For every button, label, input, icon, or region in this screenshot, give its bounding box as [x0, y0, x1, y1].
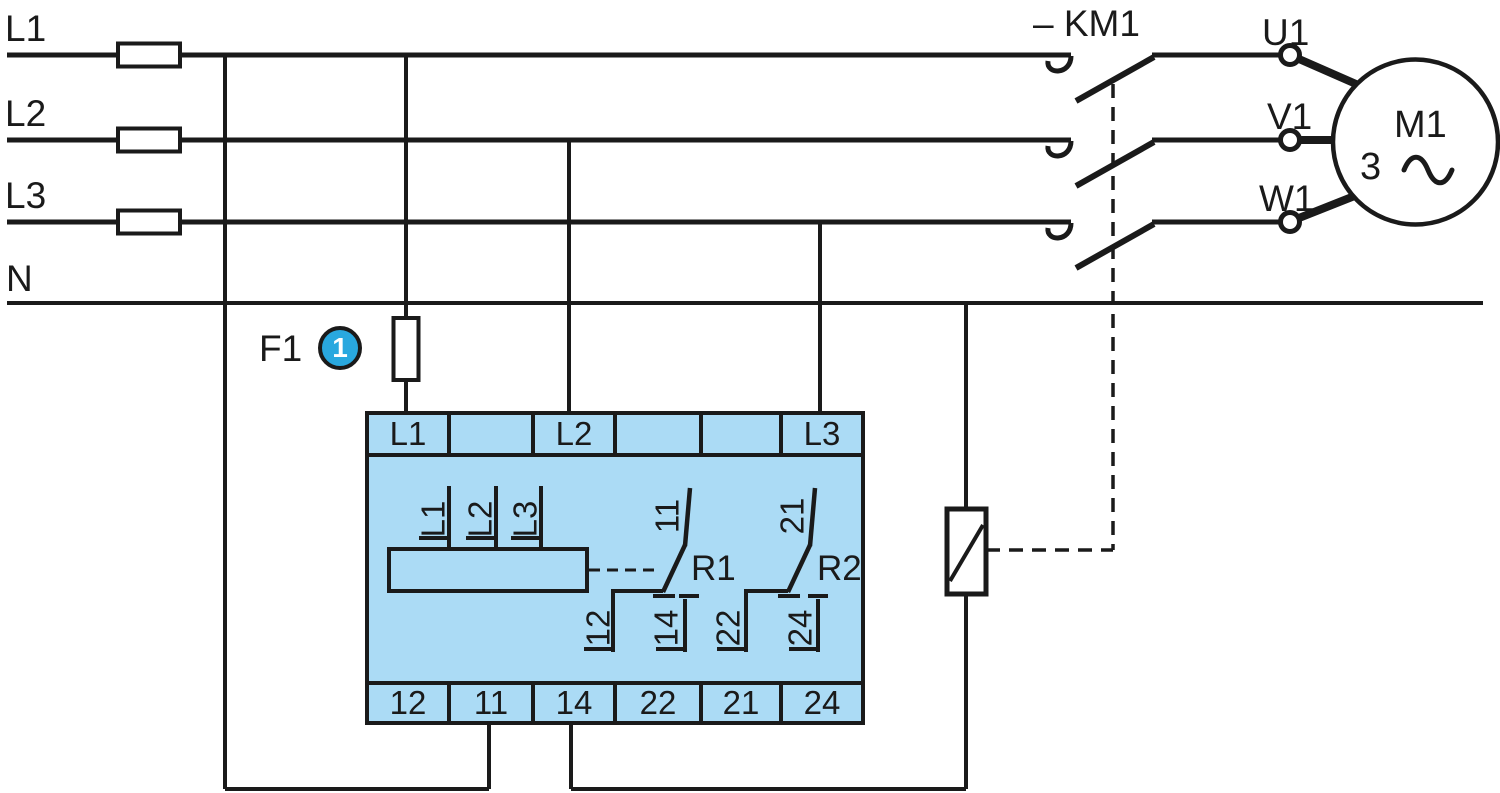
r2-name-label: R2: [817, 549, 862, 588]
r1-nc-wire: [611, 589, 663, 652]
relay-top-cell-dividers: [447, 413, 783, 455]
contactor-label: – KM1: [1033, 3, 1140, 44]
r2-no-label: 24: [781, 609, 819, 647]
r2-nc-wire: [744, 589, 788, 652]
km1-blade-2: [1074, 139, 1156, 189]
relay-outline: [365, 411, 865, 725]
r1-common-label: 11: [648, 498, 686, 534]
relay-bottom-terminal-14: 14: [555, 684, 593, 721]
km1-hook-1: [1045, 55, 1074, 74]
coil-km1: [944, 506, 989, 597]
relay-bottom-terminal-21: 21: [722, 684, 760, 721]
relay-top-terminal-blank2: [615, 414, 701, 454]
r1-no-label: 14: [647, 609, 685, 647]
motor-phases: 3: [1360, 146, 1382, 188]
motor-terminal-w1: W1: [1259, 178, 1315, 219]
fuse-l3: [116, 208, 182, 236]
r2-common-wire: [807, 487, 818, 547]
callout-badge-1: 1: [318, 326, 362, 370]
rail-label-l3: L3: [5, 175, 47, 216]
km1-blade-3: [1074, 221, 1156, 271]
r1-common-wire: [682, 487, 693, 547]
relay-bottom-cell-dividers: [447, 683, 783, 723]
relay-top-terminal-blank1: [449, 414, 533, 454]
relay-top-terminal-blank3: [701, 414, 781, 454]
fuse-f1-label: F1: [259, 328, 303, 369]
fuse-f1-symbol: [391, 316, 421, 382]
measure-input-label-l1: L1: [414, 500, 452, 538]
motor-terminal-u1: U1: [1262, 12, 1310, 53]
r2-nc-label: 22: [709, 609, 747, 647]
motor-lead-u1: [1297, 55, 1358, 88]
line-fuses: [116, 41, 182, 236]
r1-blade: [660, 544, 688, 593]
relay-bottom-terminal-12: 12: [389, 684, 427, 721]
rail-label-l1: L1: [5, 8, 47, 49]
relay-internals: [387, 486, 828, 652]
motor-name: M1: [1394, 104, 1447, 146]
motor-m1: [1278, 43, 1500, 234]
terminal-circle-u1: [1278, 43, 1302, 67]
measure-input-label-l2: L2: [461, 500, 499, 538]
km1-blade-1: [1074, 54, 1156, 104]
km1-hook-2: [1045, 140, 1074, 159]
contactor-km1-contacts: [1045, 52, 1281, 271]
motor-terminal-v1: V1: [1267, 96, 1313, 137]
fuse-l2: [116, 126, 182, 154]
power-rails: [7, 52, 1483, 305]
fuse-l1: [116, 41, 182, 69]
coil-diagonal: [948, 523, 985, 583]
ac-wave-icon: [1401, 154, 1455, 186]
callout-badge-number: 1: [332, 332, 348, 363]
r2-blade: [785, 544, 813, 593]
terminal-circle-w1: [1278, 210, 1302, 234]
r1-nc-label: 12: [579, 609, 617, 647]
r2-common-label: 21: [773, 497, 811, 535]
measure-input-label-l3: L3: [506, 500, 544, 538]
control-wires: [223, 55, 968, 791]
contact-r2: [717, 487, 828, 652]
relay-top-terminal-l2: L2: [555, 415, 593, 452]
contact-r1: [584, 487, 699, 652]
motor-lead-w1: [1297, 191, 1359, 222]
measuring-element-rect: [387, 547, 589, 593]
relay-top-terminal-l1: L1: [389, 415, 427, 452]
relay-bottom-terminal-11: 11: [473, 684, 509, 721]
relay-bottom-terminal-24: 24: [803, 684, 841, 721]
monitoring-relay-box: [365, 411, 865, 725]
rail-label-l2: L2: [5, 93, 47, 134]
km1-hook-3: [1045, 222, 1074, 241]
mechanical-link-dashed: [986, 84, 1115, 552]
relay-bottom-terminal-22: 22: [639, 684, 677, 721]
relay-top-terminal-l3: L3: [803, 415, 841, 452]
r1-name-label: R1: [691, 549, 736, 588]
rail-label-n: N: [6, 258, 33, 299]
terminal-circle-v1: [1278, 128, 1302, 152]
motor-circle: [1330, 57, 1500, 227]
